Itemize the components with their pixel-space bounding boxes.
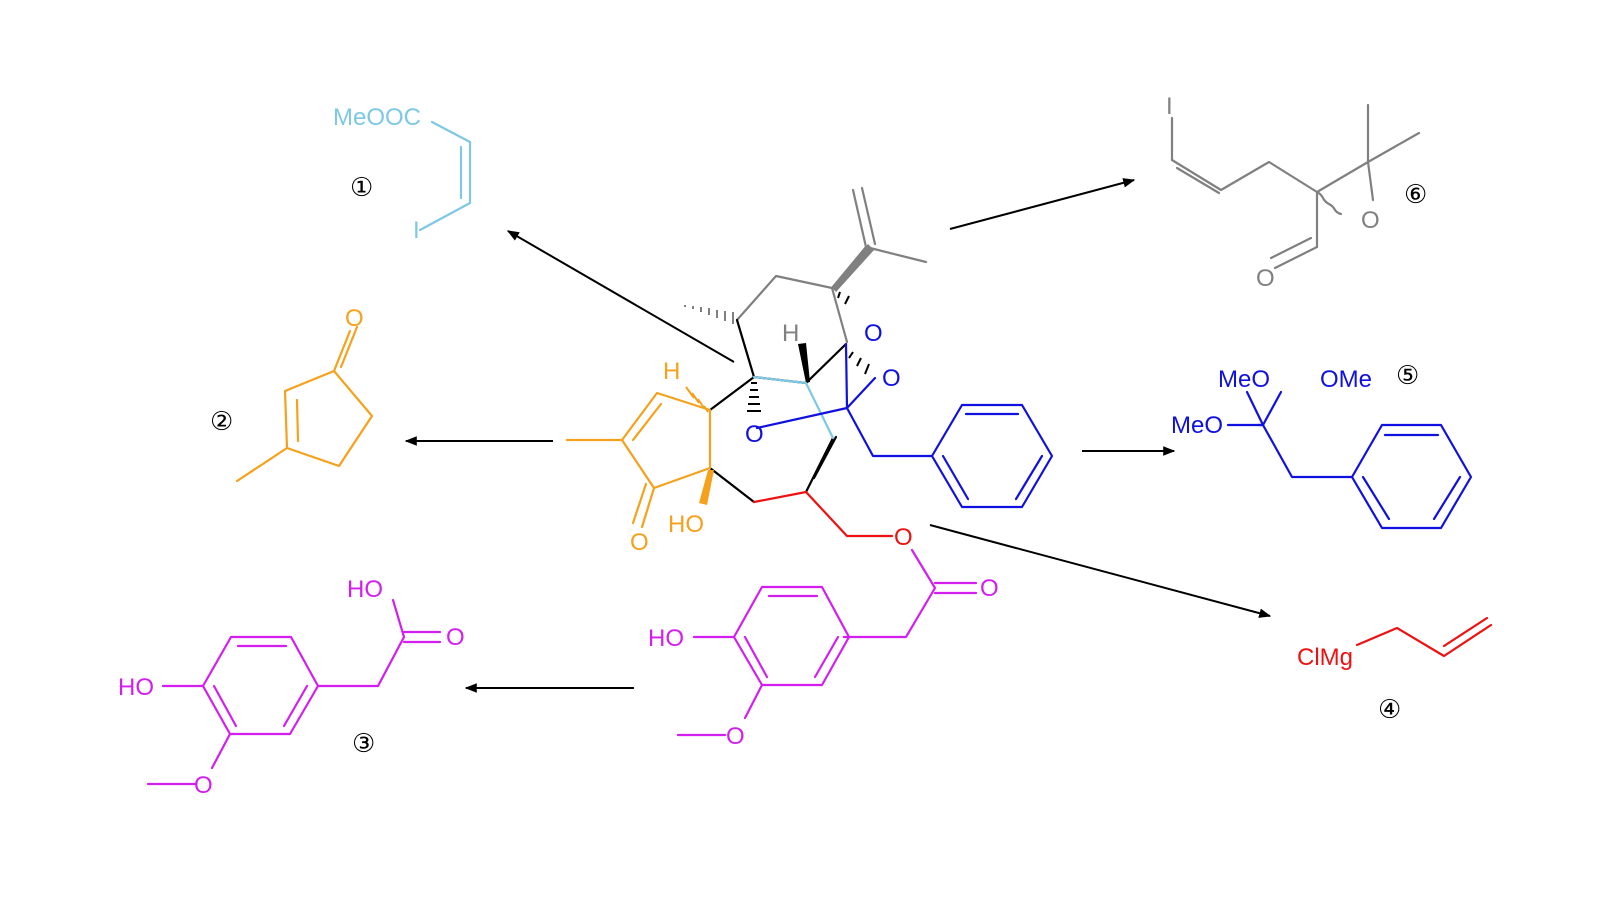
fragment-1-ester-label: MeOOC [333, 104, 421, 131]
fragment-3-homovanillic-acid: HO O HO O ③ [118, 576, 465, 799]
fragment-5-methoxy-right-label: OMe [1320, 366, 1372, 393]
fragment-6-iodine-label: I [1166, 93, 1173, 120]
fragment-6-epoxide-oxygen-label: O [1361, 207, 1380, 234]
fragment-1-iodine-label: I [413, 217, 420, 244]
fragment-5-methoxy-left-label: MeO [1171, 412, 1223, 439]
wedge-bond-hydroxyl [699, 470, 714, 505]
target-molecule: H O O O [565, 186, 1054, 750]
target-hydroxyl-label: HO [668, 511, 704, 538]
fragment-2-methylcyclopentenone: O ② [210, 305, 374, 483]
target-phenol-label: HO [648, 625, 684, 652]
wedge-bond [832, 244, 874, 292]
hashed-bond-h [685, 386, 709, 413]
arrow-to-fragment-6 [949, 178, 1136, 230]
fragment-6-aldehyde-oxygen-label: O [1256, 265, 1275, 292]
target-ketone-oxygen-label: O [630, 529, 649, 556]
fragment-4-allyl-grignard: ClMg ④ [1297, 616, 1493, 725]
hashed-bond-right [837, 291, 870, 375]
fragment-3-acid-oxo-label: O [446, 624, 465, 651]
fragment-3-methoxy-label: O [194, 772, 213, 799]
target-oxygen-upper-label: O [864, 320, 883, 347]
fragment-5-orthoester: MeO OMe MeO ⑤ [1171, 361, 1473, 530]
target-methoxy-label: O [726, 723, 745, 750]
fragment-6-number: ⑥ [1404, 180, 1427, 210]
fragment-1-iodoacrylate: MeOOC I ① [333, 104, 472, 244]
retrosynthesis-arrows [404, 178, 1272, 693]
ring-hydrogen-label: H [782, 320, 799, 347]
fragment-3-number: ③ [352, 729, 375, 759]
fragment-2-oxo-label: O [345, 305, 364, 332]
fragment-4-grignard-label: ClMg [1297, 644, 1353, 671]
target-oxygen-bridge-label: O [745, 421, 764, 448]
fragment-6-iodoalkene-epoxyaldehyde: O O I ⑥ [1166, 93, 1427, 292]
arrow-to-fragment-1 [506, 230, 735, 363]
arrow-to-fragment-4 [929, 524, 1272, 618]
fragment-5-number: ⑤ [1396, 361, 1419, 391]
fragment-3-acid-hydroxyl-label: HO [347, 576, 383, 603]
target-hydrogen-label: H [663, 358, 680, 385]
hashed-bond [684, 305, 734, 324]
target-ester-oxygen-label: O [894, 524, 913, 551]
fragment-1-number: ① [350, 173, 373, 203]
fragment-3-phenol-label: HO [118, 674, 154, 701]
hashed-bond-o [747, 382, 761, 412]
fragment-5-methoxy-top-label: MeO [1218, 366, 1270, 393]
target-carbonyl-oxygen-label: O [980, 575, 999, 602]
fragment-2-number: ② [210, 407, 233, 437]
wedge-bond-h [798, 343, 810, 383]
fragment-4-number: ④ [1378, 695, 1401, 725]
target-oxygen-right-label: O [882, 365, 901, 392]
